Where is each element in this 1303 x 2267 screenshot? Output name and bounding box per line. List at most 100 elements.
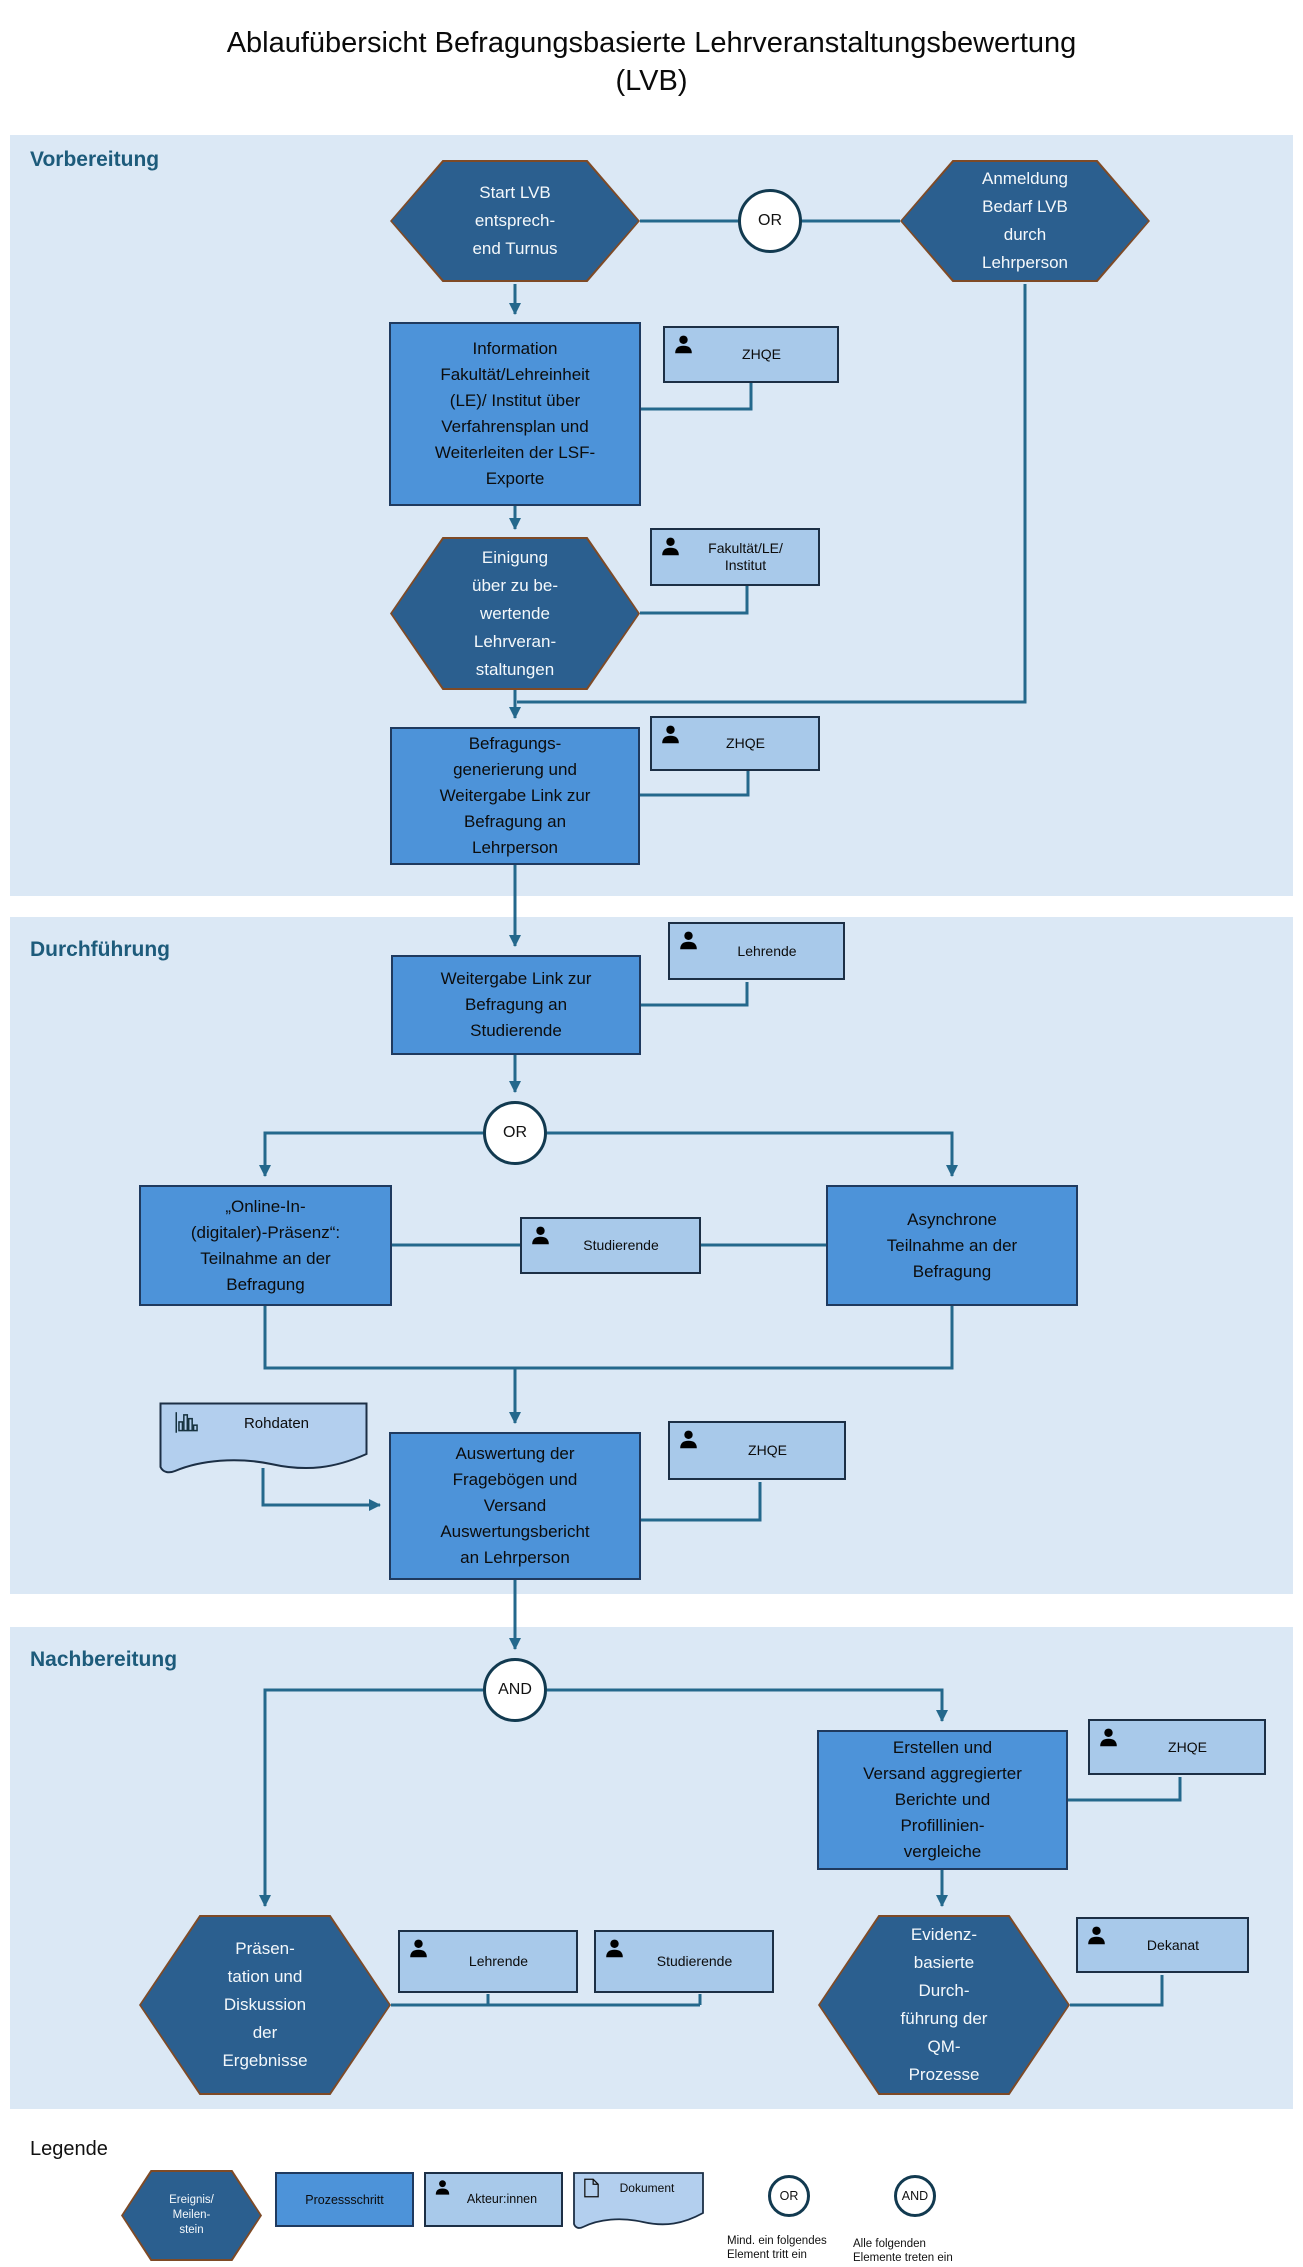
actor-fakultaet-label: Fakultät/LE/ Institut	[708, 540, 783, 573]
bar-chart-icon	[175, 1412, 198, 1433]
actor-zhqe-4-label: ZHQE	[1168, 1738, 1207, 1755]
actor-zhqe-3: ZHQE	[668, 1421, 846, 1480]
person-icon	[435, 2180, 450, 2195]
event-start-lvb: Start LVB entsprech- end Turnus	[390, 160, 640, 282]
gate-and: AND	[483, 1658, 547, 1722]
person-icon	[662, 537, 679, 556]
process-weitergabe-link: Weitergabe Link zur Befragung an Studier…	[391, 955, 641, 1055]
person-icon	[410, 1939, 427, 1958]
actor-zhqe-1: ZHQE	[663, 326, 839, 383]
gate-or-top: OR	[738, 189, 802, 253]
person-icon	[606, 1939, 623, 1958]
actor-zhqe-1-label: ZHQE	[742, 346, 781, 362]
process-auswertung-label: Auswertung der Fragebögen und Versand Au…	[440, 1444, 590, 1567]
person-icon	[662, 725, 679, 744]
actor-studierende-1-label: Studierende	[583, 1237, 659, 1253]
event-start-lvb-label: Start LVB entsprech- end Turnus	[472, 183, 558, 258]
event-praesentation-label: Präsen- tation und Diskussion der Ergebn…	[222, 1939, 308, 2070]
process-online-teilnahme: „Online-In- (digitaler)-Präsenz“: Teilna…	[139, 1185, 392, 1306]
section-header-nachbereitung: Nachbereitung	[30, 1648, 178, 1671]
process-weitergabe-link-label: Weitergabe Link zur Befragung an Studier…	[440, 969, 592, 1040]
connector-and-to-praesentation	[259, 1688, 483, 1907]
connector-anmeldung-to-befragung	[517, 284, 1027, 704]
connector-einigung-to-fakultaet	[640, 586, 749, 615]
process-befragungsgenerierung-label: Befragungs- generierung und Weitergabe L…	[439, 734, 591, 857]
connector-rohdaten-to-auswertung	[261, 1468, 381, 1511]
legend-and-caption: Alle folgenden Elemente treten ein	[853, 2238, 953, 2264]
actor-studierende-2: Studierende	[594, 1930, 774, 1993]
connector-erstellen-to-zhqe4	[1068, 1777, 1182, 1802]
process-asynchrone-teilnahme-label: Asynchrone Teilnahme an der Befragung	[886, 1209, 1018, 1281]
gate-or-mid: OR	[483, 1101, 547, 1165]
actor-zhqe-3-label: ZHQE	[748, 1442, 787, 1458]
actor-studierende-1: Studierende	[520, 1217, 701, 1274]
process-erstellen-berichte-label: Erstellen und Versand aggregierter Beric…	[863, 1738, 1022, 1861]
connector-information-to-zhqe1	[641, 383, 753, 411]
legend-event-shape: Ereignis/ Meilen- stein	[121, 2170, 262, 2261]
actor-zhqe-4: ZHQE	[1088, 1719, 1266, 1775]
section-header-vorbereitung: Vorbereitung	[30, 148, 160, 171]
actor-lehrende-2: Lehrende	[398, 1930, 578, 1993]
legend-title: Legende	[30, 2138, 108, 2160]
document-rohdaten: Rohdaten	[159, 1402, 368, 1480]
event-praesentation: Präsen- tation und Diskussion der Ergebn…	[139, 1915, 391, 2095]
process-information-label: Information Fakultät/Lehreinheit (LE)/ I…	[434, 339, 596, 488]
actor-fakultaet: Fakultät/LE/ Institut	[650, 528, 820, 586]
actor-lehrende-2-label: Lehrende	[468, 1953, 529, 1969]
gate-and-label: AND	[498, 1681, 532, 1698]
connector-auswertung-to-zhqe3	[641, 1482, 762, 1522]
person-icon	[680, 1430, 697, 1449]
person-icon	[1088, 1926, 1105, 1945]
event-anmeldung: Anmeldung Bedarf LVB durch Lehrperson	[900, 160, 1150, 282]
actor-dekanat-label: Dekanat	[1146, 1936, 1200, 1953]
gate-or-mid-label: OR	[503, 1124, 527, 1141]
section-header-durchfuehrung: Durchführung	[30, 938, 170, 961]
process-information: Information Fakultät/Lehreinheit (LE)/ I…	[389, 322, 641, 506]
actor-studierende-2-label: Studierende	[656, 1953, 733, 1969]
legend-or-gate-label: OR	[779, 2189, 799, 2203]
process-erstellen-berichte: Erstellen und Versand aggregierter Beric…	[817, 1730, 1068, 1870]
page-icon	[584, 2178, 599, 2198]
legend-process-shape: Prozessschritt	[275, 2172, 414, 2227]
actor-lehrende-1-label: Lehrende	[737, 942, 797, 959]
person-icon	[1100, 1728, 1117, 1747]
event-evidenz: Evidenz- basierte Durch- führung der QM-…	[818, 1915, 1070, 2095]
legend-process-label: Prozessschritt	[305, 2192, 384, 2207]
document-shape	[573, 2172, 704, 2229]
connector-and-to-erstellen	[547, 1688, 948, 1722]
event-evidenz-label: Evidenz- basierte Durch- führung der QM-…	[900, 1925, 988, 2084]
event-einigung-label: Einigung über zu be- wertende Lehrveran-…	[472, 547, 558, 679]
person-icon	[675, 335, 692, 354]
process-asynchrone-teilnahme: Asynchrone Teilnahme an der Befragung	[826, 1185, 1078, 1306]
legend-document-label: Dokument	[619, 2181, 675, 2195]
legend-and-gate: AND	[894, 2175, 936, 2217]
connector-weitergabe-to-lehrende	[641, 982, 749, 1007]
legend-and-gate-label: AND	[901, 2189, 929, 2203]
document-shape	[159, 1402, 368, 1474]
process-auswertung: Auswertung der Fragebögen und Versand Au…	[389, 1432, 641, 1580]
person-icon	[680, 931, 697, 950]
person-icon	[532, 1226, 549, 1245]
actor-dekanat: Dekanat	[1076, 1917, 1249, 1973]
page-title: Ablaufübersicht Befragungsbasierte Lehrv…	[226, 27, 1077, 97]
legend-document-shape: Dokument	[573, 2172, 704, 2234]
actor-zhqe-2-label: ZHQE	[726, 735, 765, 751]
actor-zhqe-2: ZHQE	[650, 716, 820, 771]
process-befragungsgenerierung: Befragungs- generierung und Weitergabe L…	[390, 727, 640, 865]
legend-or-caption: Mind. ein folgendes Element tritt ein	[727, 2235, 827, 2261]
legend-event-label: Ereignis/ Meilen- stein	[169, 2194, 214, 2236]
event-einigung: Einigung über zu be- wertende Lehrveran-…	[390, 537, 640, 690]
event-anmeldung-label: Anmeldung Bedarf LVB durch Lehrperson	[981, 169, 1068, 272]
connector-merge	[263, 1306, 954, 1370]
legend-or-gate: OR	[768, 2175, 810, 2217]
document-rohdaten-label: Rohdaten	[243, 1414, 310, 1432]
connector-evidenz-to-dekanat	[1070, 1975, 1164, 2007]
gate-or-top-label: OR	[758, 212, 782, 229]
connector-or-to-online	[259, 1131, 483, 1177]
connector-befragung-to-zhqe2	[640, 771, 750, 797]
legend-actor-shape: Akteur:innen	[424, 2172, 563, 2227]
legend-actor-label: Akteur:innen	[466, 2192, 538, 2206]
connector-or-to-async	[547, 1131, 958, 1177]
